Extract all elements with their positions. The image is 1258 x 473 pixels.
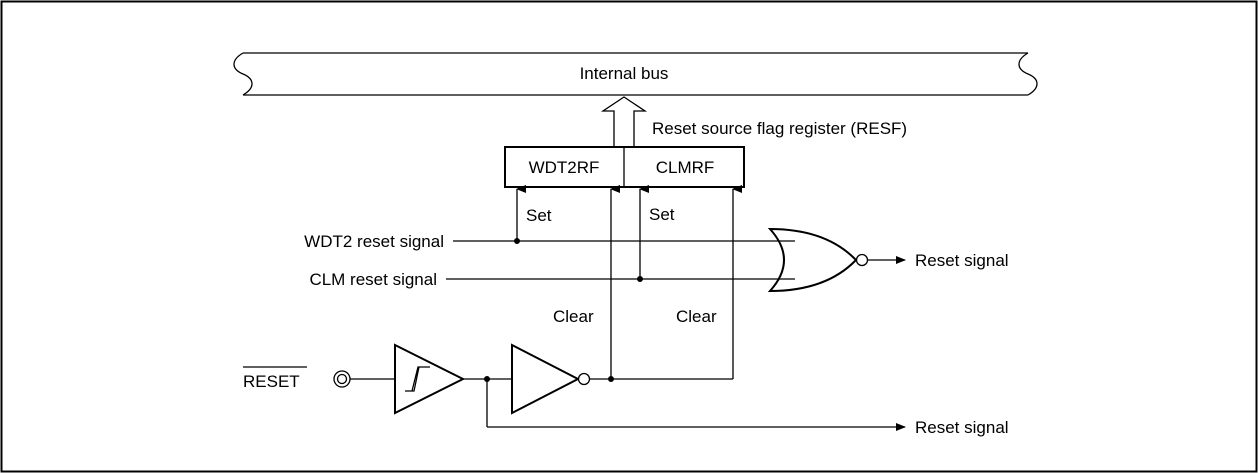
reset-signal-output-bottom-label: Reset signal [915, 418, 1009, 437]
schmitt-trigger-buffer [394, 343, 466, 415]
internal-bus-label: Internal bus [580, 64, 669, 83]
clear-label-left: Clear [553, 307, 594, 326]
reset-pin-terminal-inner [336, 373, 348, 385]
set-label-right: Set [649, 205, 675, 224]
reset-pin: RESET [243, 366, 351, 391]
register-bit-wdt2rf: WDT2RF [529, 158, 600, 177]
register-title: Reset source flag register (RESF) [652, 119, 907, 138]
reset-pin-label: RESET [243, 372, 300, 391]
register-to-bus-arrow [600, 96, 648, 146]
inverter-bubble [577, 372, 591, 386]
nor-gate [767, 227, 869, 293]
set-label-left: Set [526, 206, 552, 225]
reset-signal-output-top-label: Reset signal [915, 251, 1009, 270]
clm-reset-signal-label: CLM reset signal [309, 270, 437, 289]
wdt2-reset-signal-label: WDT2 reset signal [304, 232, 444, 251]
nor-inversion-bubble [855, 253, 869, 267]
clear-label-right: Clear [676, 307, 717, 326]
register-bit-clmrf: CLMRF [656, 158, 715, 177]
resf-register: WDT2RF CLMRF [504, 146, 745, 188]
inverter-output-junction-dot [608, 376, 614, 382]
inverter [511, 343, 591, 415]
internal-bus: Internal bus [233, 52, 1038, 96]
